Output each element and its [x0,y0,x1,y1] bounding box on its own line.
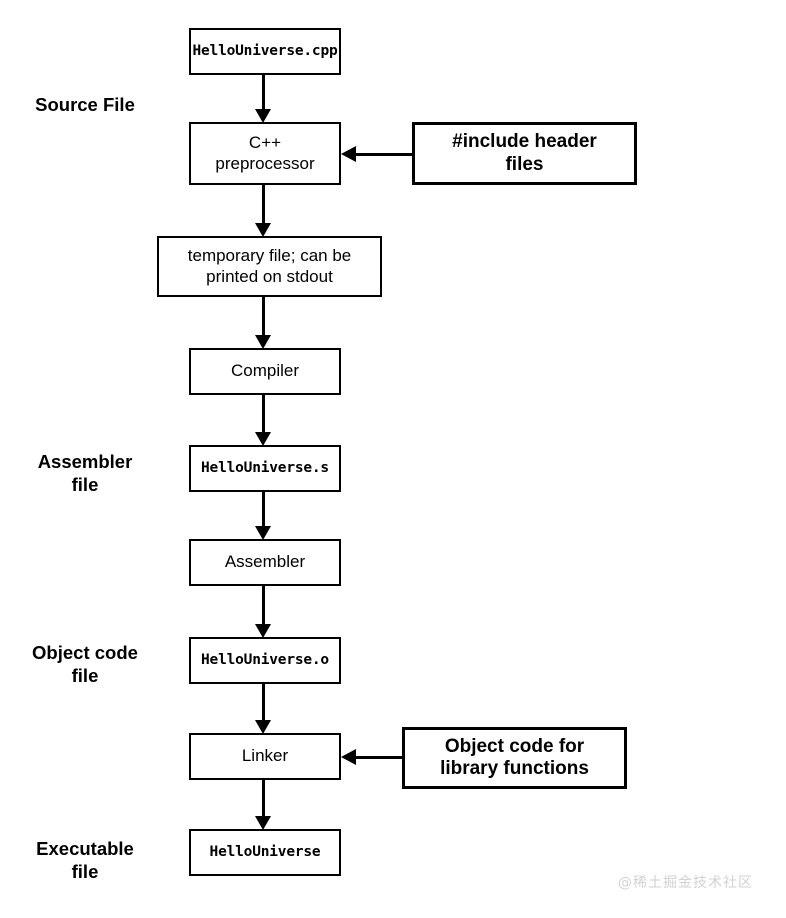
node-label: HelloUniverse.cpp [192,42,338,59]
node-preprocessor[interactable]: C++preprocessor [189,122,341,185]
arrow-head-include-to-preprocessor [341,146,356,162]
arrow-head-object-to-linker [255,720,271,734]
node-label: C++preprocessor [215,133,315,173]
node-assembly-file[interactable]: HelloUniverse.s [189,445,341,492]
node-executable[interactable]: HelloUniverse [189,829,341,876]
arrow-head-preprocessor-to-temp [255,223,271,237]
arrow-stem-library-to-linker [353,756,402,759]
arrow-stem-linker-to-executable [262,780,265,817]
arrow-head-source-to-preprocessor [255,109,271,123]
node-source-cpp[interactable]: HelloUniverse.cpp [189,28,341,75]
arrow-head-library-to-linker [341,749,356,765]
arrow-head-assembler-to-object [255,624,271,638]
node-label: Linker [241,746,289,766]
node-label: Compiler [230,361,300,381]
arrow-stem-preprocessor-to-temp [262,185,265,224]
arrow-stem-temp-to-compiler [262,297,265,336]
arrow-stem-compiler-to-assembly [262,395,265,433]
node-label: HelloUniverse.o [201,651,329,668]
stage-label-source-file: Source File [35,94,135,115]
arrow-head-assembly-to-assembler [255,526,271,540]
node-label: Assembler [224,552,306,572]
watermark: @稀土掘金技术社区 [618,875,753,891]
arrow-head-temp-to-compiler [255,335,271,349]
arrow-stem-include-to-preprocessor [353,153,412,156]
arrow-stem-assembly-to-assembler [262,492,265,527]
arrow-stem-object-to-linker [262,684,265,721]
arrow-stem-source-to-preprocessor [262,75,265,110]
node-compiler[interactable]: Compiler [189,348,341,395]
arrow-stem-assembler-to-object [262,586,265,625]
node-label: HelloUniverse [209,843,321,860]
node-label: HelloUniverse.s [201,459,329,476]
node-object-file[interactable]: HelloUniverse.o [189,637,341,684]
arrow-head-compiler-to-assembly [255,432,271,446]
node-assembler[interactable]: Assembler [189,539,341,586]
arrow-head-linker-to-executable [255,816,271,830]
node-linker[interactable]: Linker [189,733,341,780]
